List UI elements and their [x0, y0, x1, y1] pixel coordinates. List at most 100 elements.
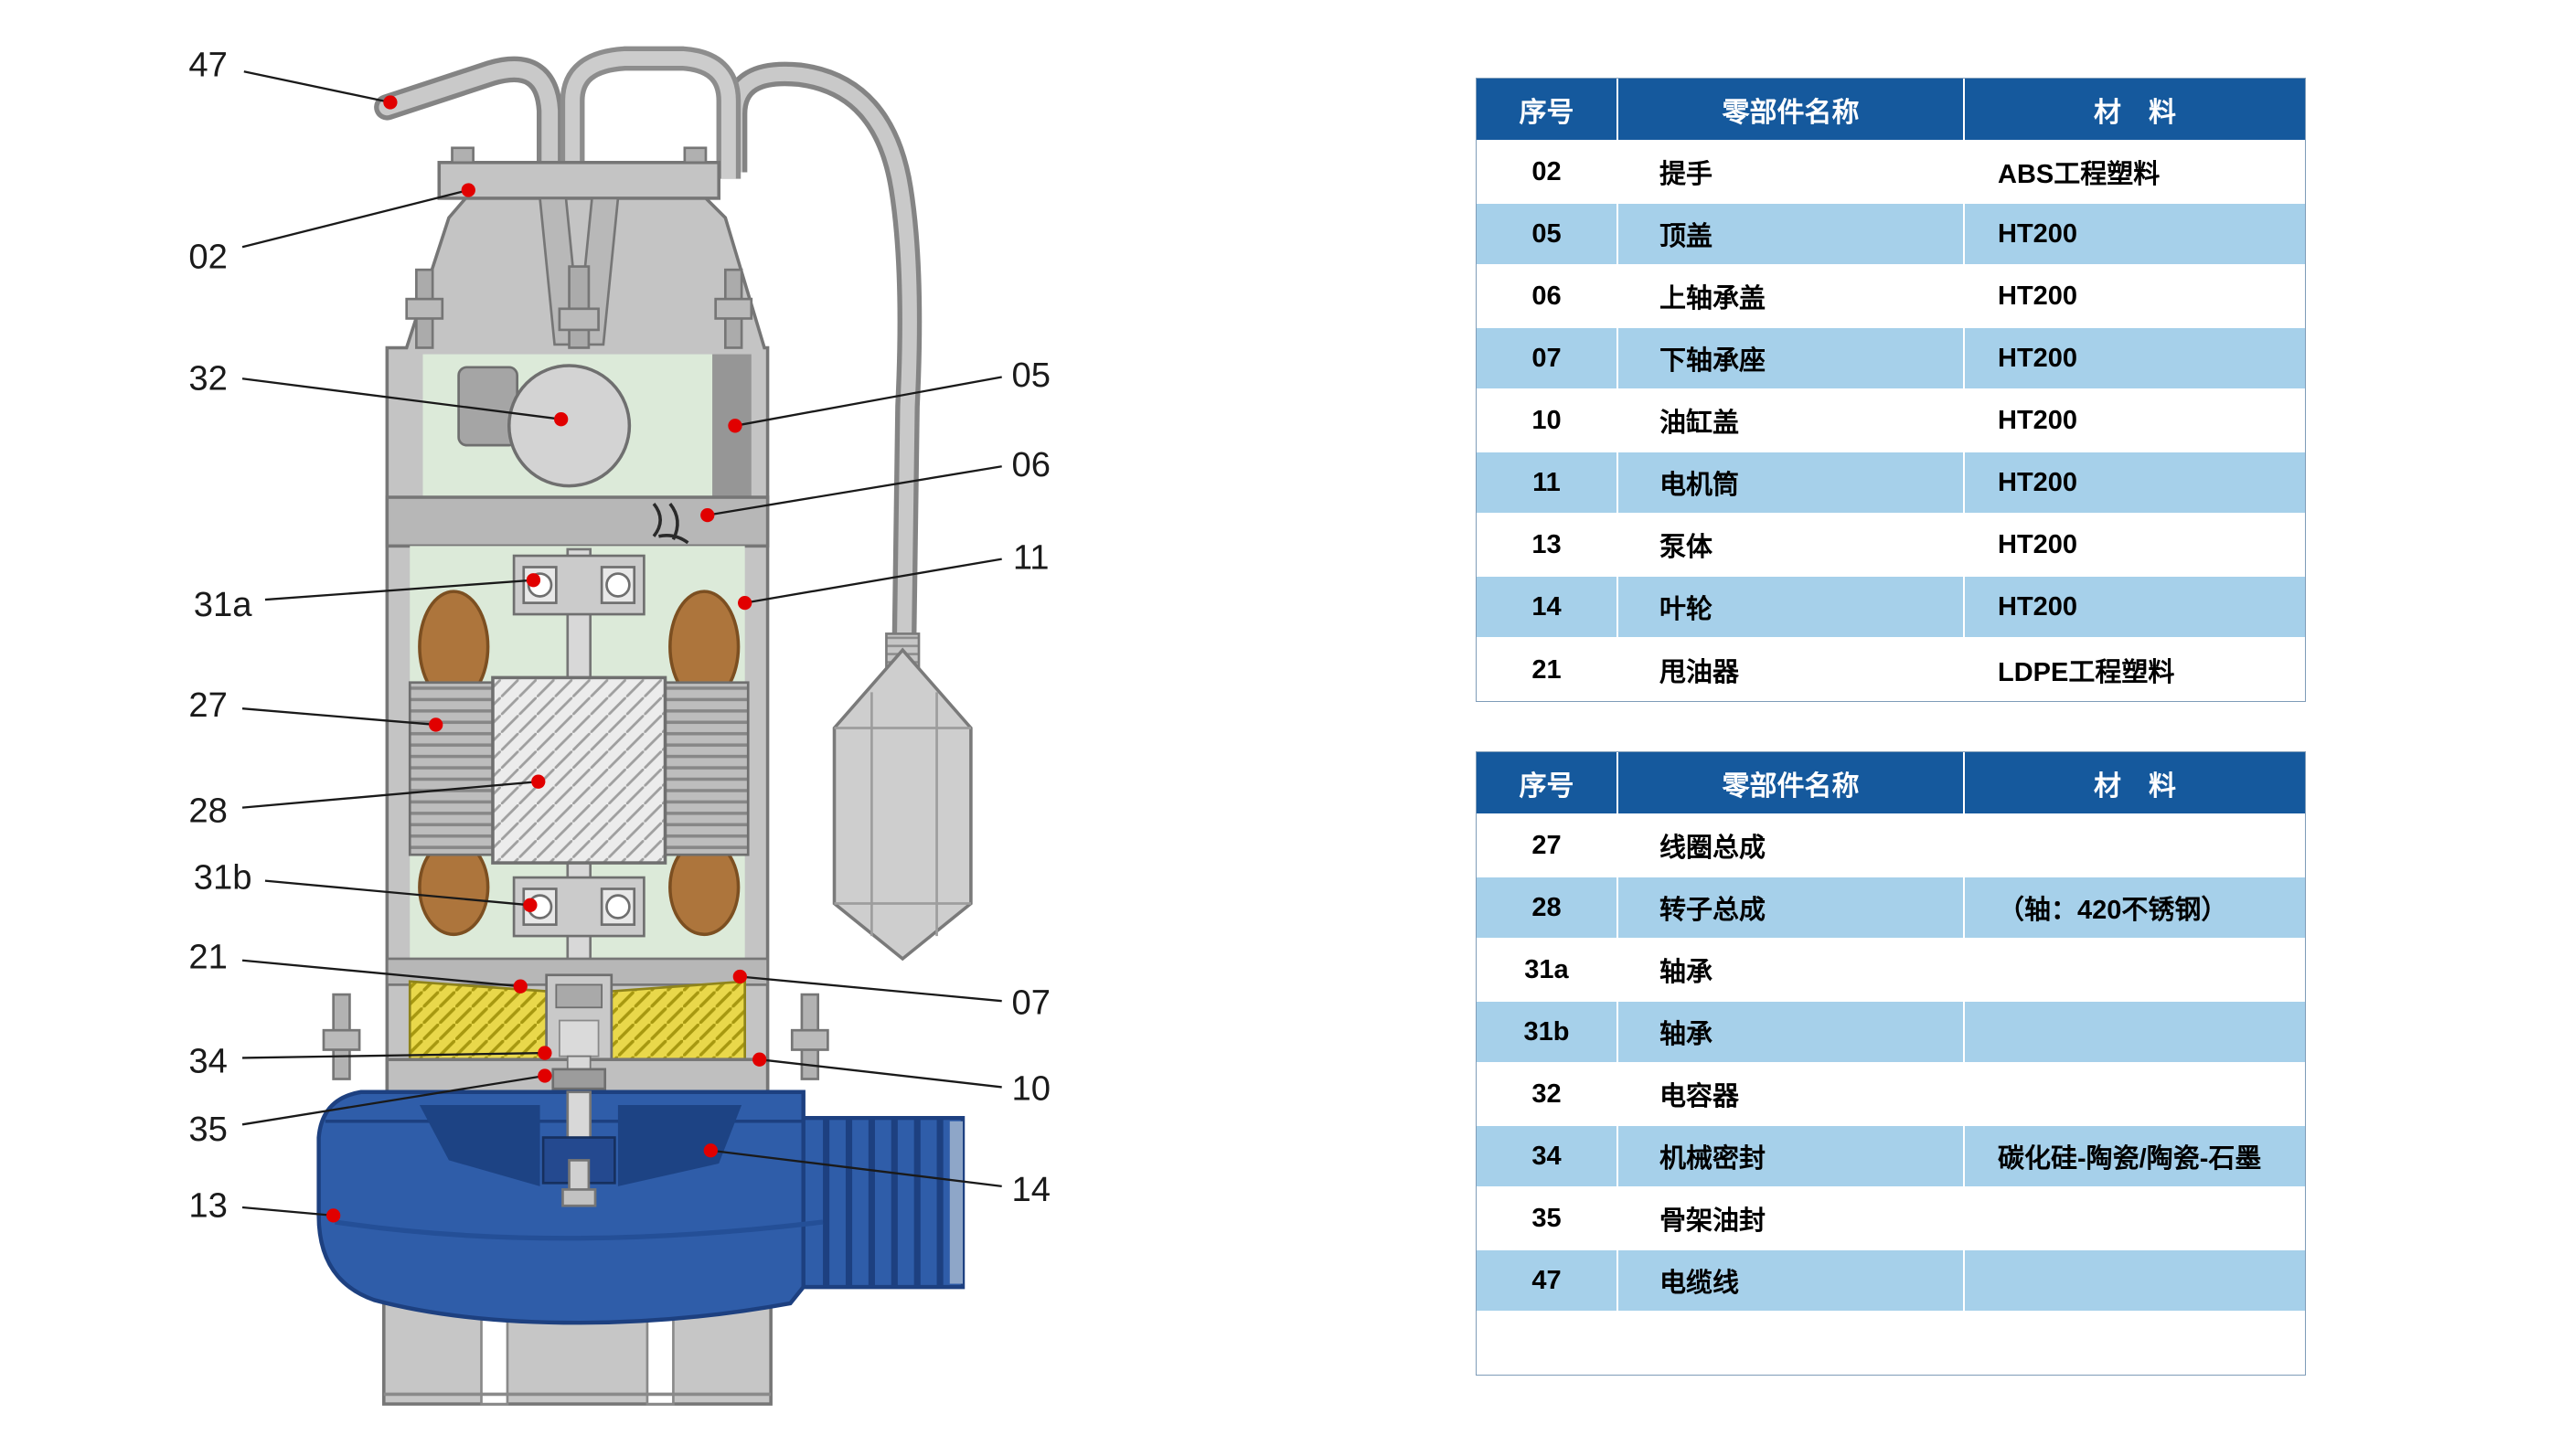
callout-dot-02 [461, 183, 475, 197]
part-material: HT200 [1965, 515, 2305, 577]
part-material: 碳化硅-陶瓷/陶瓷-石墨 [1965, 1126, 2305, 1188]
part-name: 提手 [1618, 142, 1965, 204]
callout-line-06 [707, 465, 1002, 516]
oil-chamber [408, 973, 747, 1071]
handle [560, 46, 742, 179]
part-number: 35 [1477, 1188, 1618, 1250]
callout-label-21: 21 [188, 938, 228, 977]
part-number: 31a [1477, 940, 1618, 1002]
part-name: 轴承 [1618, 940, 1965, 1002]
callout-label-10: 10 [1011, 1069, 1051, 1109]
column-header: 序号 [1477, 79, 1618, 142]
column-header: 零部件名称 [1618, 752, 1965, 815]
stator-coil-right [662, 681, 750, 856]
part-material [1965, 1250, 2305, 1313]
callout-dot-27 [429, 717, 443, 732]
callout-label-14: 14 [1011, 1170, 1051, 1209]
callout-dot-31b [523, 898, 538, 912]
part-name [1618, 1313, 1965, 1375]
part-number: 32 [1477, 1064, 1618, 1126]
part-name: 电机筒 [1618, 452, 1965, 515]
part-name: 电缆线 [1618, 1250, 1965, 1313]
callout-line-05 [734, 376, 1002, 427]
callout-line-07 [740, 975, 1002, 1003]
column-header: 零部件名称 [1618, 79, 1965, 142]
callout-dot-28 [531, 774, 546, 789]
callout-label-05: 05 [1011, 356, 1051, 395]
callout-label-31b: 31b [194, 858, 252, 898]
callout-dot-05 [728, 419, 742, 433]
callout-dot-07 [732, 969, 747, 984]
part-number: 28 [1477, 877, 1618, 940]
part-number [1477, 1313, 1618, 1375]
callout-dot-06 [700, 507, 715, 523]
part-number: 02 [1477, 142, 1618, 204]
part-number: 10 [1477, 390, 1618, 452]
part-number: 07 [1477, 328, 1618, 390]
callout-label-06: 06 [1011, 445, 1051, 484]
column-header: 材 料 [1965, 752, 2305, 815]
callout-dot-32 [554, 412, 569, 427]
handle-base-plate [437, 161, 720, 200]
part-name: 机械密封 [1618, 1126, 1965, 1188]
callout-dot-34 [538, 1046, 552, 1060]
parts-table-header-row: 序号零部件名称材 料 [1477, 79, 2305, 142]
motor-section [408, 546, 750, 1080]
part-material [1965, 1313, 2305, 1375]
callout-dot-13 [325, 1208, 341, 1223]
power-cable [374, 56, 923, 641]
part-number: 14 [1477, 577, 1618, 639]
part-material: HT200 [1965, 266, 2305, 328]
impeller [419, 1104, 540, 1186]
part-name: 电容器 [1618, 1064, 1965, 1126]
upper-bearing [512, 554, 646, 616]
parts-table-header-row: 序号零部件名称材 料 [1477, 752, 2305, 815]
part-material: HT200 [1965, 390, 2305, 452]
callout-label-02: 02 [188, 237, 228, 276]
part-number: 11 [1477, 452, 1618, 515]
part-material: HT200 [1965, 328, 2305, 390]
callout-dot-11 [738, 595, 752, 611]
part-name: 顶盖 [1618, 204, 1965, 266]
part-number: 06 [1477, 266, 1618, 328]
column-header: 材 料 [1965, 79, 2305, 142]
frame-oil-seal [551, 1068, 607, 1090]
part-name: 泵体 [1618, 515, 1965, 577]
callout-line-31a [264, 579, 534, 601]
part-number: 31b [1477, 1002, 1618, 1064]
parts-table-row [1477, 1313, 2305, 1375]
part-number: 05 [1477, 204, 1618, 266]
rotor [491, 675, 667, 865]
part-name: 轴承 [1618, 1002, 1965, 1064]
capacitor-chamber [405, 265, 753, 498]
callout-line-32 [241, 377, 561, 420]
column-header: 序号 [1477, 752, 1618, 815]
callout-label-47: 47 [188, 46, 228, 85]
callout-line-02 [241, 188, 469, 249]
callout-line-31b [264, 879, 530, 907]
part-material: HT200 [1965, 204, 2305, 266]
callout-dot-14 [703, 1143, 718, 1158]
part-name: 甩油器 [1618, 639, 1965, 701]
callout-label-28: 28 [188, 792, 228, 831]
part-material [1965, 815, 2305, 877]
callout-line-10 [759, 1058, 1002, 1089]
callout-dot-31a [526, 573, 541, 588]
part-material [1965, 1002, 2305, 1064]
